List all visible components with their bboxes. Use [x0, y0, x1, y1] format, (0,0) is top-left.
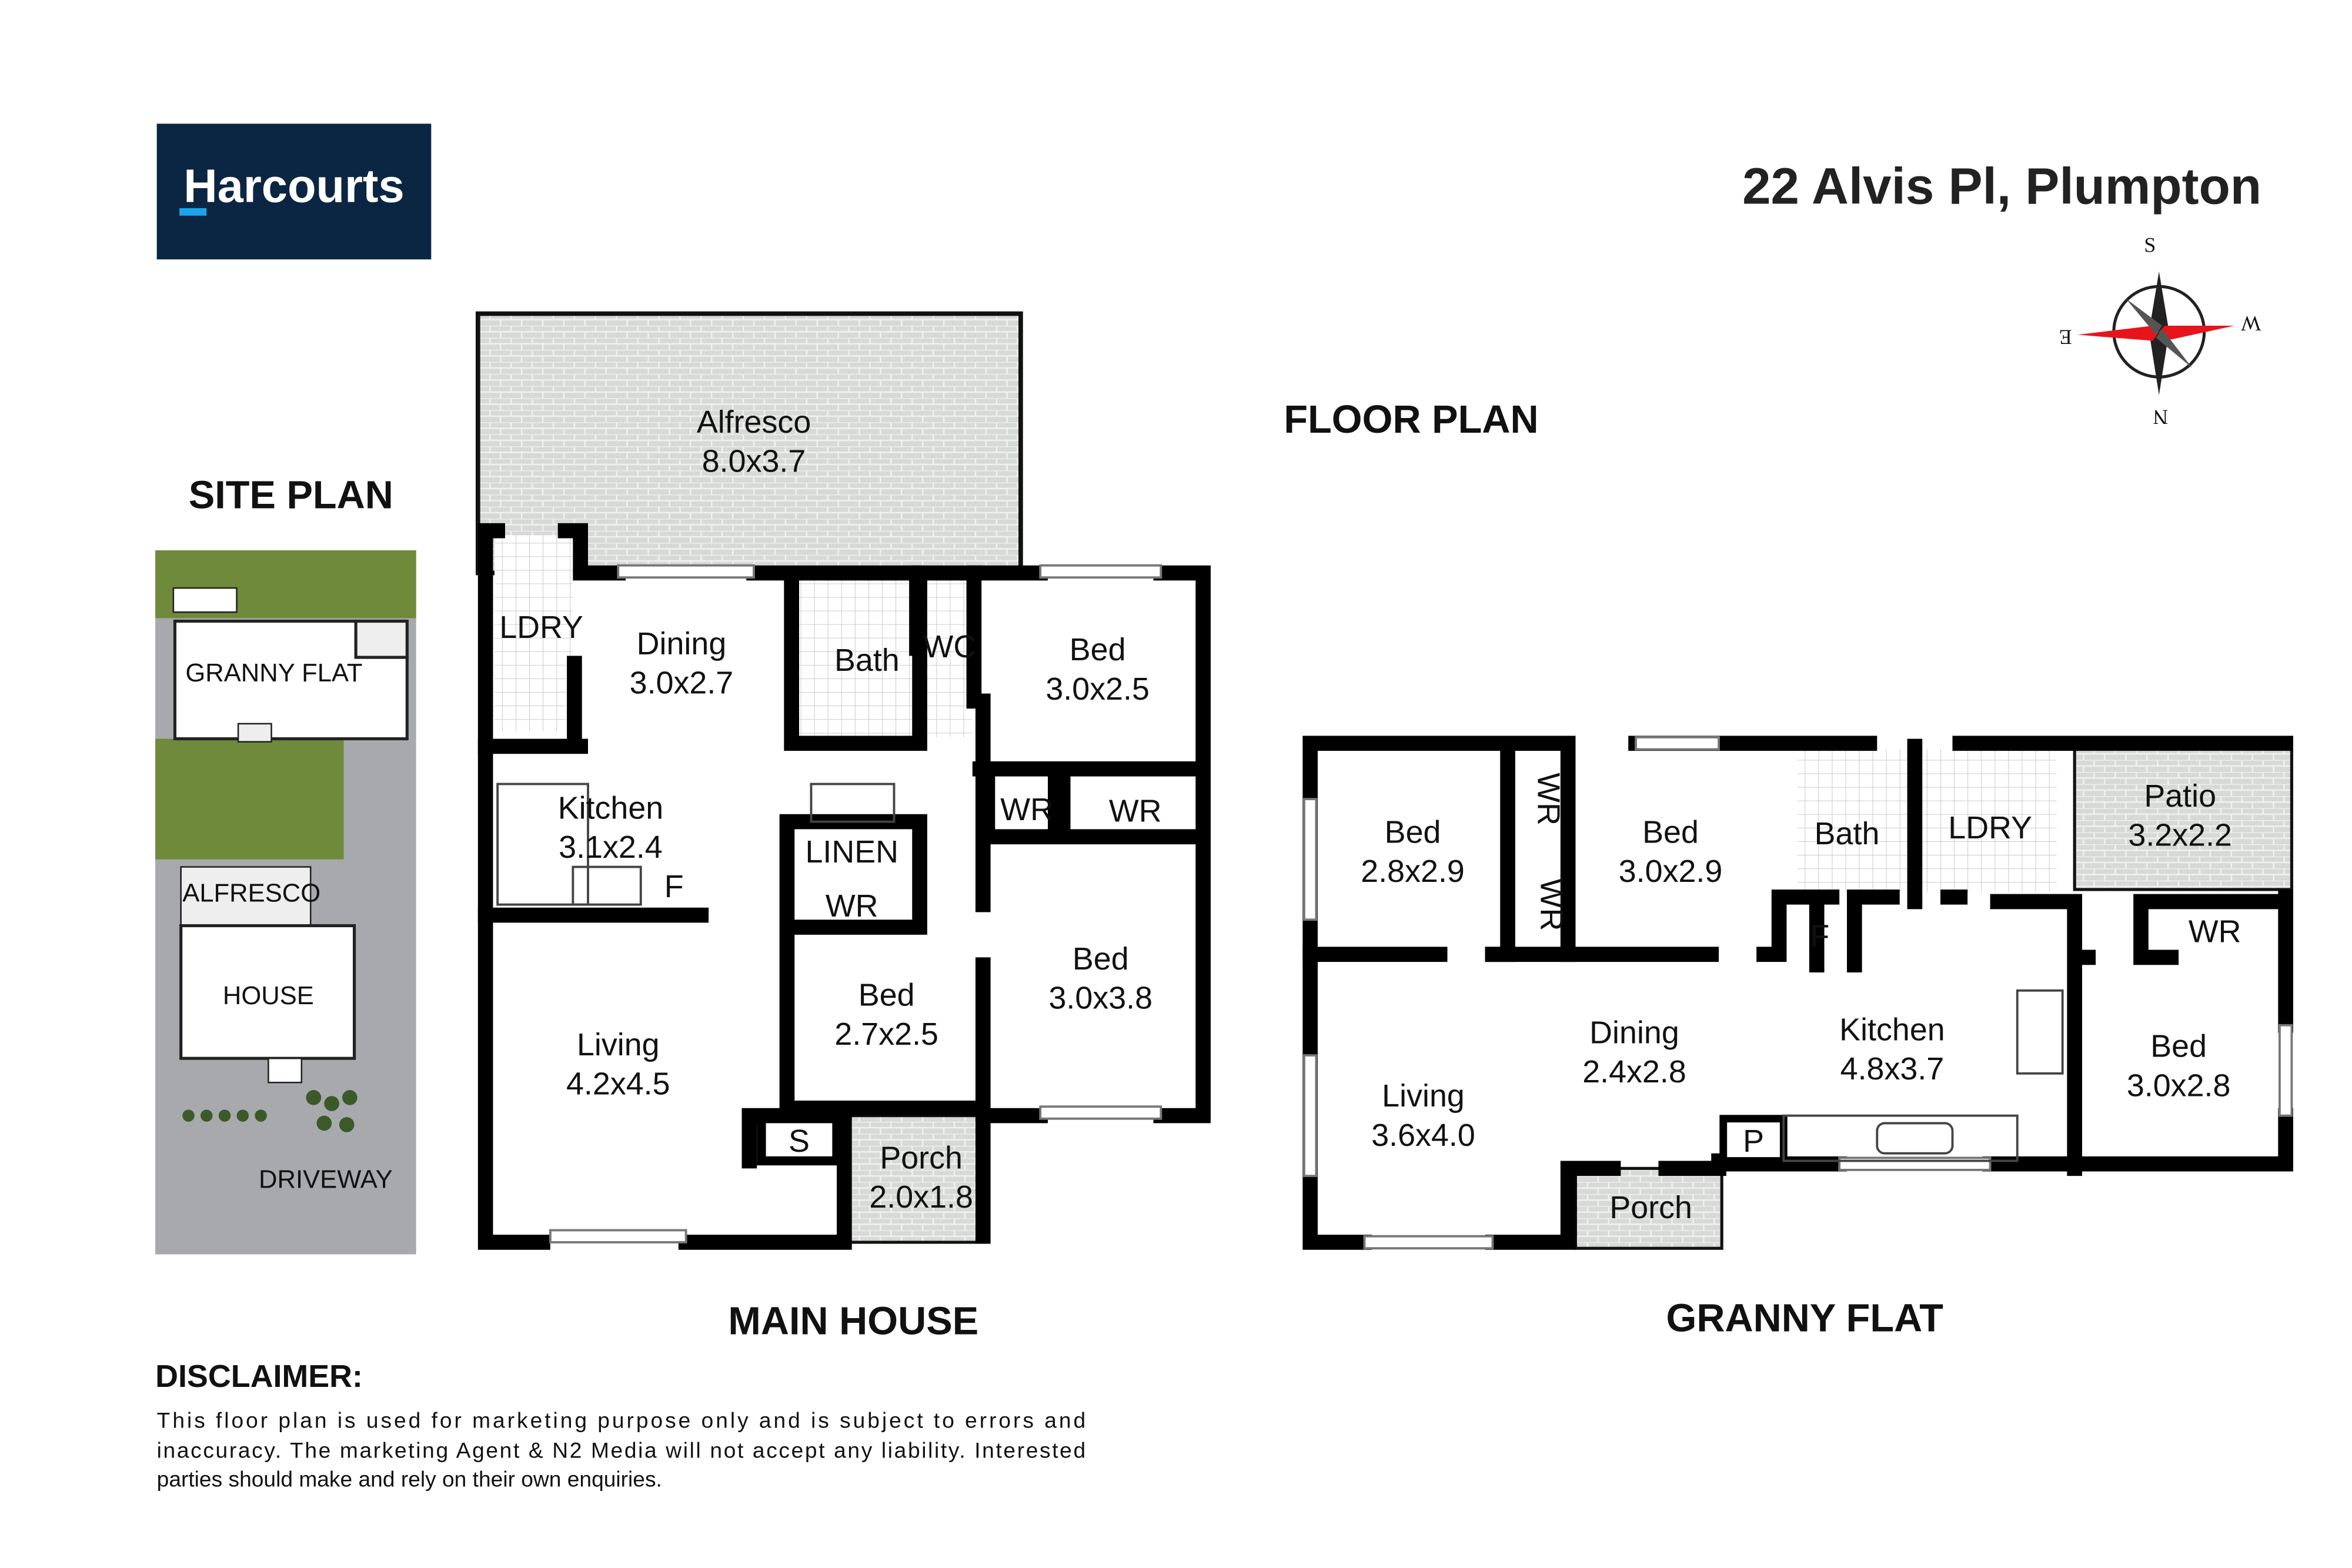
disclaimer: DISCLAIMER: This floor plan is used for …	[155, 1359, 1085, 1491]
main-living-size: 4.2x4.5	[566, 1066, 670, 1102]
main-bed3-name: Bed	[858, 977, 915, 1012]
gf-kitchen-size: 4.8x3.7	[1840, 1051, 1945, 1086]
disclaimer-line: This floor plan is used for marketing pu…	[157, 1407, 1085, 1432]
site-driveway-label: DRIVEWAY	[259, 1166, 393, 1194]
main-house-plan: Alfresco 8.0x3.7 LDRY Dining 3.0x2.7 Bat…	[475, 311, 1211, 1250]
gf-bed2-name: Bed	[1642, 814, 1699, 850]
gf-wr2-label: WR	[1534, 878, 1569, 931]
gf-porch-label: Porch	[1609, 1190, 1692, 1225]
gf-patio-size: 3.2x2.2	[2128, 818, 2232, 853]
main-bed2-name: Bed	[1073, 941, 1129, 977]
gf-bed3-size: 3.0x2.8	[2127, 1068, 2231, 1103]
gf-dining-name: Dining	[1589, 1015, 1679, 1051]
gf-wr3-label: WR	[2189, 914, 2241, 950]
main-dining-size: 3.0x2.7	[630, 666, 734, 701]
main-bed1-name: Bed	[1070, 632, 1126, 667]
main-wr3-label: WR	[1109, 794, 1162, 829]
main-porch-name: Porch	[880, 1140, 963, 1175]
disclaimer-line: inaccuracy. The marketing Agent & N2 Med…	[157, 1438, 1085, 1463]
gf-bed1-name: Bed	[1385, 814, 1441, 850]
site-plan-heading: SITE PLAN	[189, 473, 393, 517]
gf-wr1-label: WR	[1531, 773, 1566, 825]
compass-east: E	[2059, 326, 2072, 349]
floor-plan-heading: FLOOR PLAN	[1284, 398, 1538, 442]
compass-rose-icon: S N E W	[2059, 233, 2261, 429]
site-plan: GRANNY FLAT ALFRESCO HOUSE DRIVEWAY	[155, 550, 416, 1255]
harcourts-logo: Harcourts	[156, 123, 432, 260]
main-dining-name: Dining	[637, 626, 727, 661]
gf-living-size: 3.6x4.0	[1371, 1118, 1475, 1153]
main-porch-size: 2.0x1.8	[869, 1179, 973, 1215]
main-bed1-size: 3.0x2.5	[1045, 671, 1150, 707]
compass-west: W	[2241, 312, 2261, 336]
main-bath-label: Bath	[834, 643, 900, 678]
gf-fridge-label: F	[1810, 918, 1829, 954]
gf-bed1-size: 2.8x2.9	[1361, 854, 1465, 889]
disclaimer-title: DISCLAIMER:	[155, 1359, 363, 1394]
gf-pantry-label: P	[1743, 1124, 1764, 1159]
main-living-name: Living	[577, 1027, 660, 1062]
main-kitchen-name: Kitchen	[558, 790, 664, 825]
main-bed2-size: 3.0x3.8	[1049, 981, 1153, 1016]
gf-bed3-name: Bed	[2150, 1029, 2207, 1064]
alfresco-name: Alfresco	[697, 404, 811, 440]
compass-south: S	[2144, 233, 2156, 256]
gf-patio-name: Patio	[2144, 778, 2216, 814]
main-storage-label: S	[789, 1124, 810, 1159]
site-house-label: HOUSE	[223, 982, 314, 1010]
granny-flat-heading: GRANNY FLAT	[1666, 1296, 1943, 1340]
granny-flat-plan: Bed 2.8x2.9 WR WR Bed 3.0x2.9 Bath LDRY …	[1302, 735, 2294, 1250]
main-wc-label: WC	[924, 629, 977, 664]
gf-dining-size: 2.4x2.8	[1582, 1054, 1686, 1089]
main-ldry-label: LDRY	[499, 610, 583, 645]
main-kitchen-size: 3.1x2.4	[559, 830, 663, 865]
gf-living-name: Living	[1382, 1078, 1465, 1114]
main-linen-label: LINEN	[805, 834, 898, 870]
compass-north: N	[2153, 406, 2168, 429]
main-fridge-label: F	[664, 869, 684, 904]
main-wr1-label: WR	[826, 888, 878, 924]
gf-ldry-label: LDRY	[1948, 810, 2032, 845]
disclaimer-line: parties should make and rely on their ow…	[157, 1466, 662, 1491]
site-alfresco-label: ALFRESCO	[182, 880, 320, 908]
gf-bath-label: Bath	[1815, 816, 1880, 851]
gf-bed2-size: 3.0x2.9	[1619, 854, 1723, 889]
main-house-heading: MAIN HOUSE	[728, 1299, 978, 1343]
site-granny-flat-label: GRANNY FLAT	[185, 659, 362, 687]
main-bed3-size: 2.7x2.5	[834, 1017, 938, 1052]
alfresco-size: 8.0x3.7	[702, 444, 806, 479]
property-address: 22 Alvis Pl, Plumpton	[1742, 158, 2261, 215]
main-wr2-label: WR	[1000, 792, 1053, 827]
logo-text: Harcourts	[183, 160, 404, 212]
gf-kitchen-name: Kitchen	[1839, 1012, 1945, 1047]
